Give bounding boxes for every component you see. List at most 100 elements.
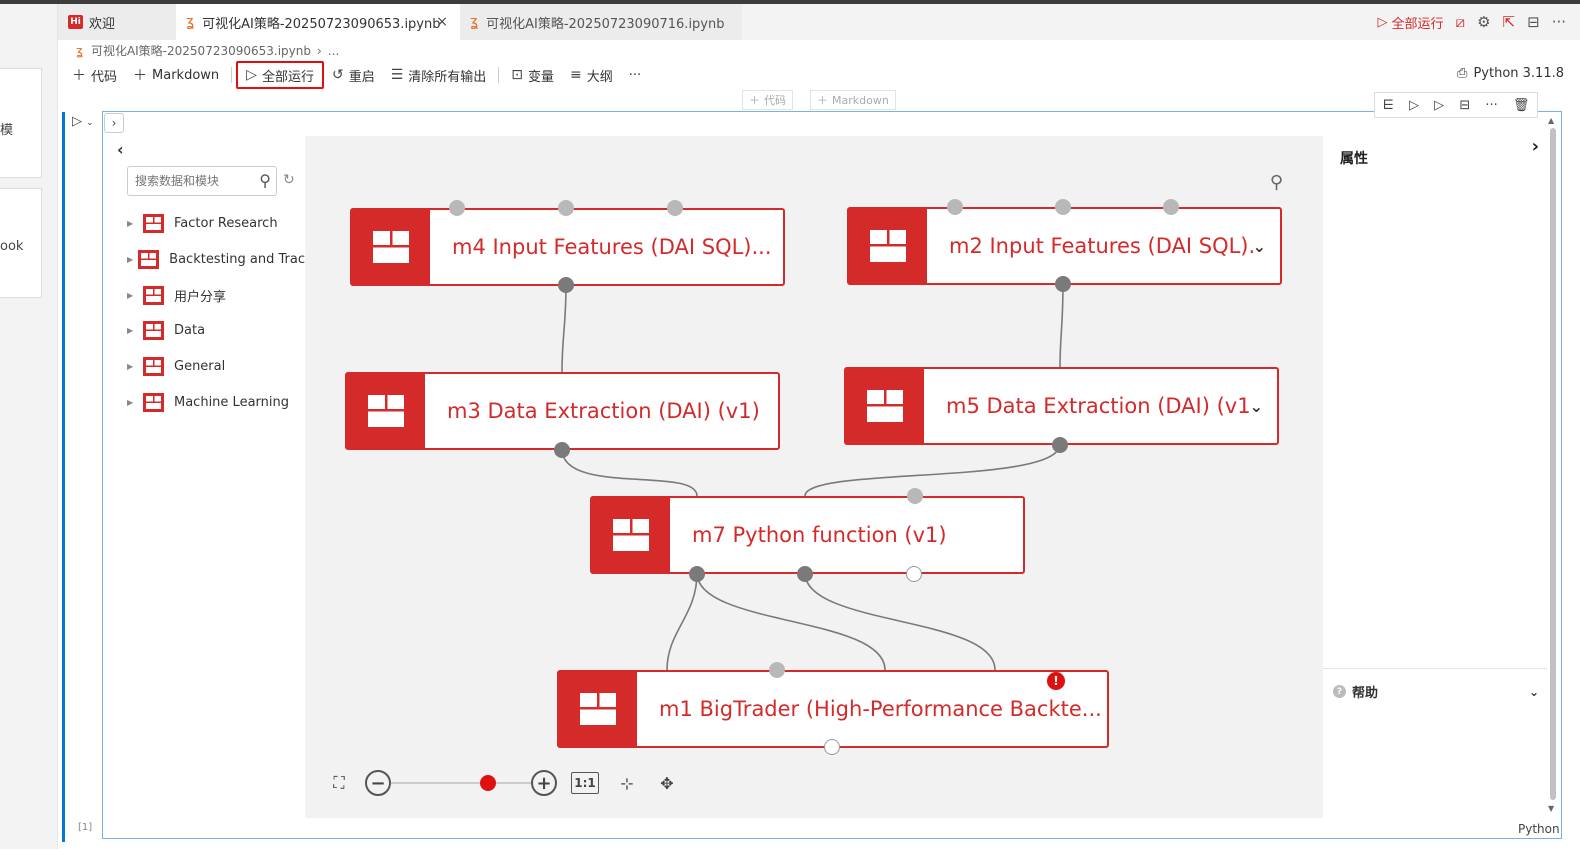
run-cell-button[interactable]: ▷ ⌄ bbox=[72, 114, 94, 129]
zoom-in-button[interactable]: + bbox=[531, 770, 557, 796]
zoom-out-button[interactable]: − bbox=[365, 770, 391, 796]
chevron-right-icon[interactable]: › bbox=[1531, 136, 1539, 157]
trash-icon[interactable]: 🗑 bbox=[1512, 97, 1530, 113]
warning-icon[interactable]: ! bbox=[1047, 672, 1065, 690]
chart-icon[interactable]: ⧄ bbox=[1455, 13, 1466, 31]
node-m4[interactable]: m4 Input Features (DAI SQL)... bbox=[350, 208, 785, 286]
auto-layout-icon[interactable]: ⊹ bbox=[620, 773, 634, 793]
split-editor-icon[interactable]: ⊟ bbox=[1527, 13, 1540, 31]
insert-code-label: 代码 bbox=[764, 94, 786, 107]
run-by-line-icon[interactable]: ⋿ bbox=[1382, 97, 1394, 113]
tab-notebook[interactable]: ʓ 可视化AI策略-20250723090716.ipynb bbox=[460, 4, 742, 40]
breadcrumb-file[interactable]: 可视化AI策略-20250723090653.ipynb bbox=[90, 44, 311, 58]
node-input-port[interactable] bbox=[1055, 199, 1071, 215]
move-icon[interactable]: ✥ bbox=[660, 773, 674, 793]
chevron-down-icon[interactable]: ⌄ bbox=[1528, 684, 1539, 699]
edge-m4-m3 bbox=[561, 284, 567, 373]
more-actions-button[interactable]: ··· bbox=[621, 61, 649, 89]
module-icon bbox=[143, 392, 164, 412]
help-section-header[interactable]: ? 帮助 ⌄ bbox=[1333, 682, 1539, 701]
library-item-factor-research[interactable]: ▶ Factor Research bbox=[127, 212, 305, 234]
search-icon[interactable]: ⚲ bbox=[259, 171, 271, 190]
run-all-button[interactable]: ▷ 全部运行 bbox=[236, 61, 324, 89]
library-item-backtesting[interactable]: ▶ Backtesting and Trac bbox=[127, 248, 305, 270]
node-input-port[interactable] bbox=[769, 662, 785, 678]
outline-button[interactable]: ≡ 大纲 bbox=[562, 61, 621, 89]
library-item-machine-learning[interactable]: ▶ Machine Learning bbox=[127, 391, 305, 413]
insert-markdown-cell-button[interactable]: ＋ Markdown bbox=[810, 90, 896, 110]
run-above-icon[interactable]: ▷ bbox=[1409, 97, 1420, 113]
library-item-general[interactable]: ▶ General bbox=[127, 355, 305, 377]
node-m2[interactable]: m2 Input Features (DAI SQL)... ⌄ bbox=[847, 207, 1282, 285]
chevron-down-icon[interactable]: ⌄ bbox=[86, 118, 94, 128]
run-all-label: 全部运行 bbox=[261, 69, 314, 85]
collapse-output-button[interactable]: › bbox=[104, 113, 124, 133]
vertical-scrollbar[interactable]: ▲ ▼ bbox=[1548, 116, 1558, 816]
node-m3[interactable]: m3 Data Extraction (DAI) (v1) bbox=[345, 372, 780, 450]
add-code-button[interactable]: ＋ 代码 bbox=[64, 61, 125, 89]
node-input-port[interactable] bbox=[558, 200, 574, 216]
node-output-port[interactable] bbox=[906, 566, 922, 582]
node-m1[interactable]: m1 BigTrader (High-Performance Backte... bbox=[557, 670, 1109, 748]
more-icon[interactable]: ··· bbox=[1485, 97, 1498, 113]
workflow-graph[interactable]: ⚲ m4 Input Features (DAI SQL)... m2 Inpu… bbox=[305, 136, 1323, 818]
expand-triangle-icon[interactable]: ▶ bbox=[127, 397, 134, 407]
expand-triangle-icon[interactable]: ▶ bbox=[127, 218, 134, 228]
sidebar-card[interactable]: 模 bbox=[0, 68, 42, 178]
refresh-icon[interactable]: ↻ bbox=[283, 172, 295, 188]
node-output-port[interactable] bbox=[554, 442, 570, 458]
node-input-port[interactable] bbox=[907, 488, 923, 504]
expand-triangle-icon[interactable]: ▶ bbox=[127, 254, 134, 264]
insert-code-cell-button[interactable]: ＋ 代码 bbox=[742, 90, 793, 110]
run-below-icon[interactable]: ▷ bbox=[1434, 97, 1445, 113]
scroll-up-icon[interactable]: ▲ bbox=[1548, 116, 1555, 125]
node-output-port[interactable] bbox=[689, 566, 705, 582]
split-cell-icon[interactable]: ⊟ bbox=[1459, 97, 1471, 113]
fit-view-icon[interactable]: ⛶ bbox=[333, 773, 345, 792]
kernel-picker[interactable]: ⎙ Python 3.11.8 bbox=[1457, 66, 1564, 81]
node-output-port[interactable] bbox=[824, 739, 840, 755]
search-icon[interactable]: ⚲ bbox=[1269, 172, 1283, 193]
edge-m5-m7 bbox=[804, 443, 1061, 497]
cell-language[interactable]: Python bbox=[1518, 822, 1560, 836]
gear-icon[interactable]: ⚙ bbox=[1477, 13, 1491, 31]
breadcrumb-more[interactable]: ... bbox=[327, 43, 340, 58]
node-input-port[interactable] bbox=[667, 200, 683, 216]
zoom-slider[interactable] bbox=[391, 769, 531, 797]
library-item-data[interactable]: ▶ Data bbox=[127, 319, 305, 341]
zoom-slider-knob[interactable] bbox=[480, 775, 496, 791]
expand-triangle-icon[interactable]: ▶ bbox=[127, 325, 134, 335]
actual-size-button[interactable]: 1:1 bbox=[571, 772, 599, 794]
expand-triangle-icon[interactable]: ▶ bbox=[127, 290, 134, 300]
library-search-input[interactable] bbox=[133, 168, 251, 194]
scrollbar-thumb[interactable] bbox=[1550, 128, 1556, 800]
node-input-port[interactable] bbox=[1163, 199, 1179, 215]
clear-outputs-button[interactable]: ☰ 清除所有输出 bbox=[383, 61, 495, 89]
node-output-port[interactable] bbox=[1055, 276, 1071, 292]
share-icon[interactable]: ⇱ bbox=[1502, 13, 1516, 31]
node-title: m4 Input Features (DAI SQL)... bbox=[452, 235, 772, 259]
variables-button[interactable]: ⊡ 变量 bbox=[503, 61, 562, 89]
node-output-port[interactable] bbox=[1052, 437, 1068, 453]
more-icon[interactable]: ··· bbox=[1551, 13, 1566, 31]
scroll-down-icon[interactable]: ▼ bbox=[1548, 804, 1555, 813]
library-item-user-share[interactable]: ▶ 用户分享 bbox=[127, 284, 305, 306]
add-markdown-button[interactable]: ＋ Markdown bbox=[125, 61, 227, 89]
node-input-port[interactable] bbox=[449, 200, 465, 216]
play-icon: ▷ bbox=[72, 114, 82, 129]
tab-notebook-active[interactable]: ʓ 可视化AI策略-20250723090653.ipynb × bbox=[176, 4, 460, 40]
expand-triangle-icon[interactable]: ▶ bbox=[127, 361, 134, 371]
node-m7[interactable]: m7 Python function (v1) bbox=[590, 496, 1025, 574]
node-m5[interactable]: m5 Data Extraction (DAI) (v1) ⌄ bbox=[844, 367, 1279, 445]
restart-button[interactable]: ↺ 重启 bbox=[324, 61, 383, 89]
node-output-port[interactable] bbox=[797, 566, 813, 582]
node-input-port[interactable] bbox=[947, 199, 963, 215]
chevron-down-icon[interactable]: ⌄ bbox=[1252, 236, 1266, 256]
tab-welcome[interactable]: Hi 欢迎 bbox=[58, 4, 176, 40]
chevron-left-icon[interactable]: ‹ bbox=[117, 140, 124, 159]
run-all-top-button[interactable]: ▷ 全部运行 bbox=[1378, 13, 1444, 32]
chevron-down-icon[interactable]: ⌄ bbox=[1249, 396, 1263, 416]
node-output-port[interactable] bbox=[558, 277, 574, 293]
sidebar-card[interactable]: ook bbox=[0, 188, 42, 298]
close-icon[interactable]: × bbox=[436, 14, 448, 30]
